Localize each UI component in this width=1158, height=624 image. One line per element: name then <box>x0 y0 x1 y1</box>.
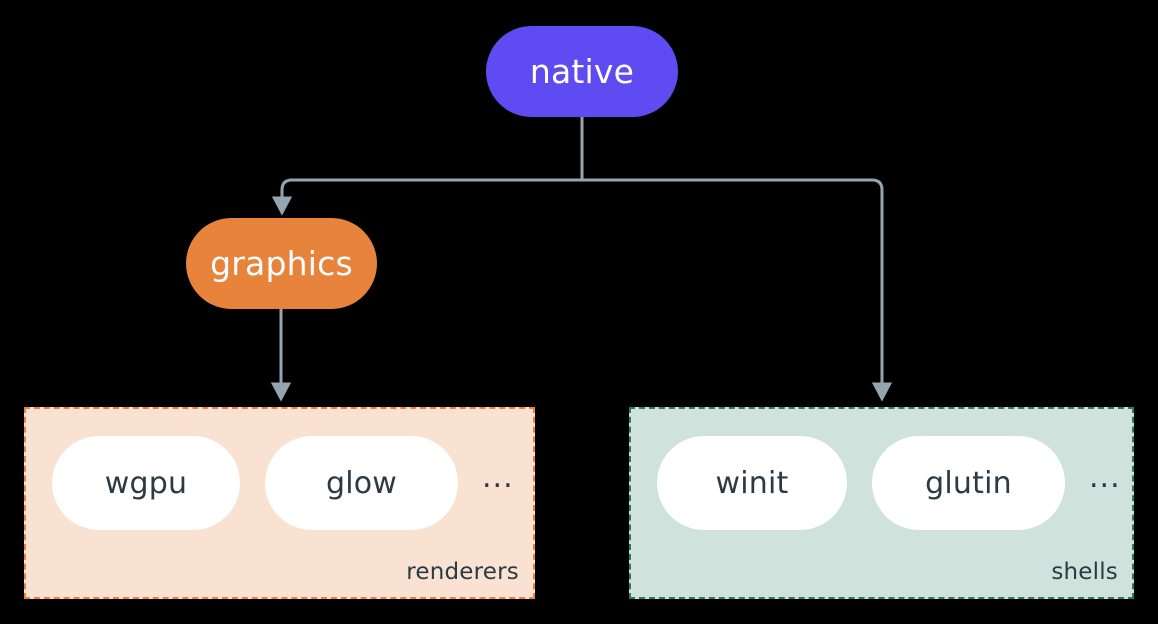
node-graphics[interactable]: graphics <box>186 218 377 309</box>
shells-overflow-ellipsis: ... <box>1089 460 1121 495</box>
item-pill-glutin-label: glutin <box>925 465 1012 501</box>
renderers-item-list: wgpu glow ... <box>52 436 514 530</box>
item-pill-glow[interactable]: glow <box>265 436 458 530</box>
edge-native-to-shells <box>580 115 893 402</box>
group-shells-label: shells <box>1051 559 1118 585</box>
item-pill-wgpu-label: wgpu <box>104 465 188 501</box>
group-renderers: wgpu glow ... renderers <box>24 407 535 599</box>
group-renderers-label: renderers <box>406 559 519 585</box>
group-shells: winit glutin ... shells <box>629 407 1134 599</box>
renderers-overflow-ellipsis: ... <box>482 460 514 495</box>
item-pill-glutin[interactable]: glutin <box>872 436 1065 530</box>
node-native[interactable]: native <box>486 26 678 117</box>
node-native-label: native <box>529 52 635 91</box>
node-graphics-label: graphics <box>210 244 353 283</box>
edge-native-to-graphics <box>271 115 584 216</box>
item-pill-winit[interactable]: winit <box>657 436 847 530</box>
item-pill-winit-label: winit <box>715 465 789 501</box>
item-pill-wgpu[interactable]: wgpu <box>52 436 240 530</box>
item-pill-glow-label: glow <box>325 465 398 501</box>
shells-item-list: winit glutin ... <box>657 436 1121 530</box>
item-spacer <box>847 483 872 484</box>
item-spacer <box>240 483 265 484</box>
